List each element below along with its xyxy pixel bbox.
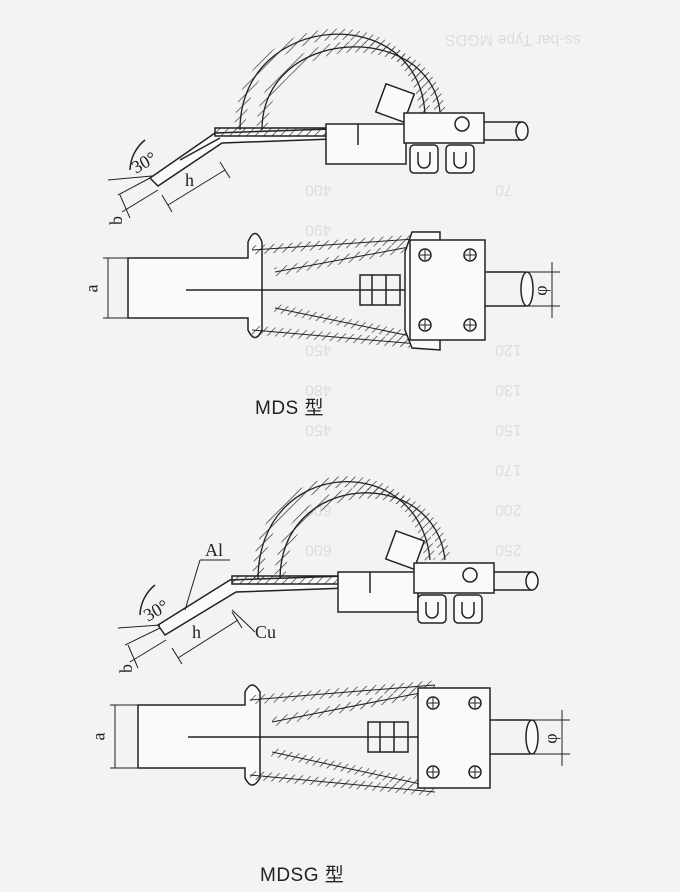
h-dimension-label: h: [185, 170, 194, 190]
mds-side-view: [107, 28, 529, 219]
a-dimension-label: a: [88, 732, 109, 741]
a-dimension-label: a: [81, 284, 102, 293]
mdsg-side-view: [117, 476, 539, 669]
mdsg-caption: MDSG 型: [260, 865, 345, 886]
cu-material-label: Cu: [255, 622, 277, 642]
mds-top-view: [103, 231, 560, 351]
h-dimension-label: h: [192, 622, 201, 642]
phi-dimension-label: φ: [530, 285, 551, 296]
al-material-label: Al: [205, 540, 223, 560]
b-dimension-label: b: [116, 664, 136, 673]
mdsg-top-view: [110, 680, 570, 797]
b-dimension-label: b: [106, 216, 126, 225]
mds-caption: MDS 型: [255, 398, 325, 419]
phi-dimension-label: φ: [540, 733, 561, 744]
